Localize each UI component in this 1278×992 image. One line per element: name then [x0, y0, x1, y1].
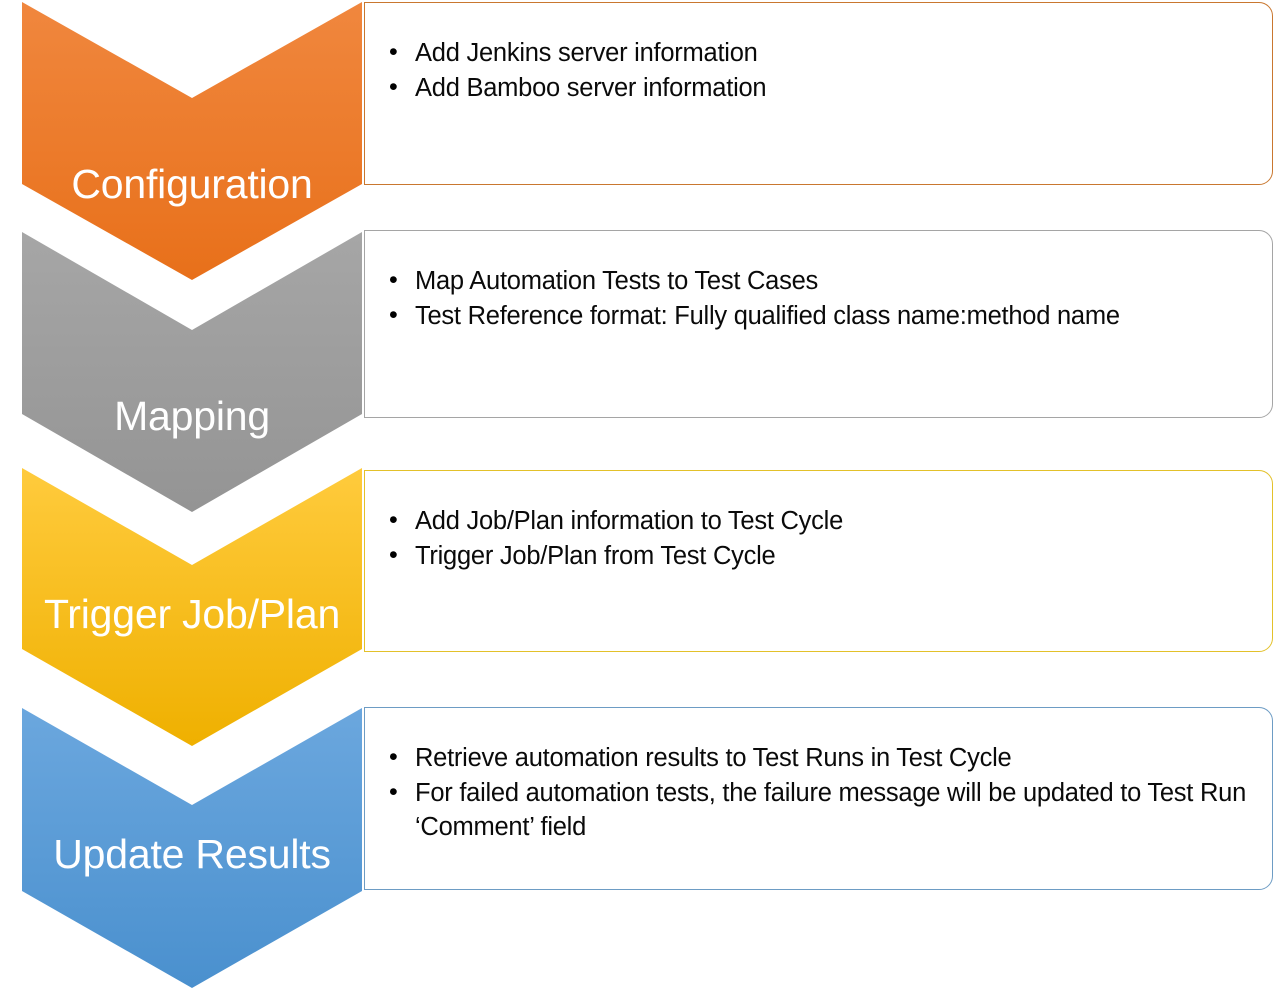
process-step-configuration[interactable]: Configuration: [22, 2, 362, 280]
bullet-item: For failed automation tests, the failure…: [385, 776, 1250, 845]
bullet-item: Test Reference format: Fully qualified c…: [385, 299, 1250, 334]
bullet-item: Add Jenkins server information: [385, 36, 1250, 71]
chevron-path: [22, 708, 362, 988]
process-step-update-results[interactable]: Update Results: [22, 708, 362, 988]
chevron-shape-configuration: [22, 2, 362, 280]
bullet-list-update-results: Retrieve automation results to Test Runs…: [385, 741, 1250, 846]
chevron-path: [22, 232, 362, 512]
step-label-mapping: Mapping: [114, 393, 270, 439]
chevron-shape-trigger-job-plan: [22, 468, 362, 746]
step-label-configuration: Configuration: [71, 161, 313, 207]
detail-box-configuration: Add Jenkins server informationAdd Bamboo…: [364, 2, 1273, 185]
bullet-item: Add Bamboo server information: [385, 71, 1250, 106]
chevron-shape-update-results: [22, 708, 362, 988]
bullet-item: Map Automation Tests to Test Cases: [385, 264, 1250, 299]
chevron-path: [22, 468, 362, 746]
bullet-item: Trigger Job/Plan from Test Cycle: [385, 539, 1250, 574]
detail-box-update-results: Retrieve automation results to Test Runs…: [364, 707, 1273, 890]
detail-box-trigger-job-plan: Add Job/Plan information to Test CycleTr…: [364, 470, 1273, 652]
step-label-trigger-job-plan: Trigger Job/Plan: [43, 591, 341, 637]
bullet-list-trigger-job-plan: Add Job/Plan information to Test CycleTr…: [385, 504, 1250, 575]
bullet-item: Add Job/Plan information to Test Cycle: [385, 504, 1250, 539]
bullet-item: Retrieve automation results to Test Runs…: [385, 741, 1250, 776]
process-step-mapping[interactable]: Mapping: [22, 232, 362, 512]
chevron-path: [22, 2, 362, 280]
chevron-shape-mapping: [22, 232, 362, 512]
bullet-list-mapping: Map Automation Tests to Test CasesTest R…: [385, 264, 1250, 335]
detail-box-mapping: Map Automation Tests to Test CasesTest R…: [364, 230, 1273, 418]
process-step-trigger-job-plan[interactable]: Trigger Job/Plan: [22, 468, 362, 746]
bullet-list-configuration: Add Jenkins server informationAdd Bamboo…: [385, 36, 1250, 107]
step-label-update-results: Update Results: [53, 831, 331, 877]
